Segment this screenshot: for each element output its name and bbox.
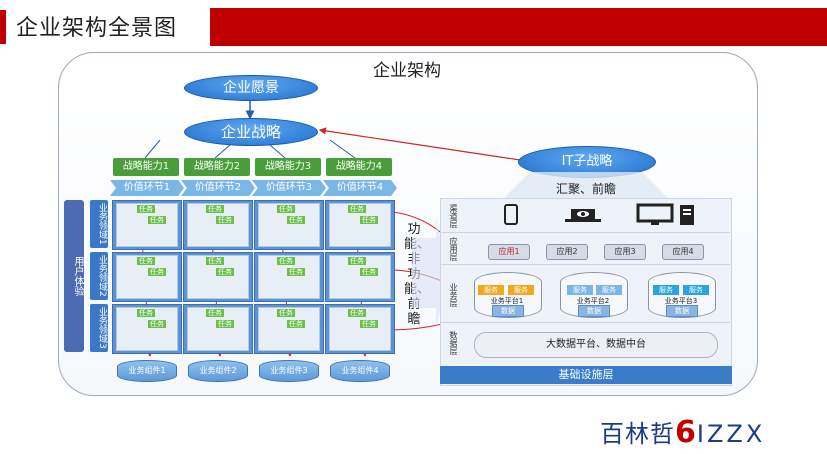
logo-six: 6: [675, 415, 697, 450]
task-tag: 任务: [287, 216, 305, 224]
layer-divider: [440, 264, 730, 265]
page-title: 企业架构全景图: [16, 16, 178, 41]
tablet-icon: [504, 204, 518, 225]
platform-3-label: 业务平台3: [664, 297, 698, 305]
service-tag: 服务: [478, 285, 504, 295]
task-tag: 任务: [137, 205, 155, 213]
value-step-3: 价值环节3: [252, 180, 326, 196]
logo-latin: IZZX: [696, 420, 766, 448]
laptop-icon: [565, 209, 601, 222]
user-experience-bar: 用户体验: [64, 200, 84, 352]
task-tag: 任务: [360, 216, 378, 224]
app-2: 应用2: [546, 244, 588, 260]
service-tag: 服务: [596, 285, 622, 295]
task-tag: 任务: [206, 257, 224, 265]
company-logo: 百林哲6IZZX: [600, 414, 765, 450]
service-tag: 服务: [653, 285, 679, 295]
task-tag: 任务: [348, 257, 366, 265]
title-banner: [210, 8, 827, 46]
app-1: 应用1: [488, 244, 530, 260]
it-subtitle: 汇聚、前瞻: [555, 182, 616, 196]
value-step-4: 价值环节4: [323, 180, 397, 196]
task-tag: 任务: [348, 205, 366, 213]
task-tag: 任务: [216, 320, 234, 328]
platform-1-label: 业务平台1: [490, 297, 524, 305]
task-tag: 任务: [216, 268, 234, 276]
platform-2-label: 业务平台2: [576, 297, 610, 305]
task-tag: 任务: [287, 320, 305, 328]
service-tag: 服务: [683, 285, 709, 295]
task-tag: 任务: [206, 205, 224, 213]
capability-1: 战略能力1: [113, 158, 179, 176]
domain-2: 业务领域2: [90, 252, 108, 300]
task-tag: 任务: [206, 309, 224, 317]
task-tag: 任务: [137, 257, 155, 265]
arrow-to-it: [412, 218, 448, 328]
component-2: 业务组件2: [188, 360, 248, 382]
layer-channel: 渠道层: [449, 204, 458, 228]
domain-1: 业务领域1: [90, 200, 108, 248]
task-tag: 任务: [287, 268, 305, 276]
task-tag: 任务: [348, 309, 366, 317]
task-tag: 任务: [148, 320, 166, 328]
desktop-icon: [636, 203, 694, 225]
task-tag: 任务: [216, 216, 234, 224]
app-4: 应用4: [662, 244, 704, 260]
layer-application: 应用层: [449, 237, 458, 261]
task-tag: 任务: [148, 216, 166, 224]
service-tag: 服务: [508, 285, 534, 295]
domain-3: 业务领域3: [90, 304, 108, 352]
data-tag: 数据: [666, 305, 698, 317]
value-step-2: 价值环节2: [181, 180, 255, 196]
task-tag: 任务: [148, 268, 166, 276]
frame-title: 企业架构: [373, 61, 441, 81]
capability-2: 战略能力2: [184, 158, 250, 176]
capability-4: 战略能力4: [326, 158, 392, 176]
data-platform: 大数据平台、数据中台: [474, 332, 718, 358]
task-tag: 任务: [360, 268, 378, 276]
task-tag: 任务: [277, 309, 295, 317]
capability-3: 战略能力3: [255, 158, 321, 176]
logo-text: 百林哲: [600, 420, 675, 448]
task-tag: 任务: [137, 309, 155, 317]
component-4: 业务组件4: [330, 360, 390, 382]
layer-business: 业务层: [449, 283, 458, 307]
layer-divider: [440, 322, 730, 323]
cell-inner: [329, 307, 391, 351]
app-3: 应用3: [604, 244, 646, 260]
enterprise-vision: 企业愿景: [184, 75, 318, 101]
value-step-1: 价值环节1: [110, 180, 184, 196]
component-3: 业务组件3: [259, 360, 319, 382]
data-tag: 数据: [578, 305, 610, 317]
task-tag: 任务: [360, 320, 378, 328]
service-tag: 服务: [567, 285, 593, 295]
it-strategy-beam: [500, 172, 672, 202]
component-1: 业务组件1: [117, 360, 177, 382]
enterprise-strategy: 企业战略: [184, 118, 318, 146]
infrastructure-layer: 基础设施层: [440, 366, 732, 384]
layer-divider: [440, 232, 730, 233]
task-tag: 任务: [277, 205, 295, 213]
task-tag: 任务: [277, 257, 295, 265]
data-tag: 数据: [492, 305, 524, 317]
layer-data: 数据层: [449, 331, 458, 355]
title-accent-bar: [0, 10, 6, 44]
